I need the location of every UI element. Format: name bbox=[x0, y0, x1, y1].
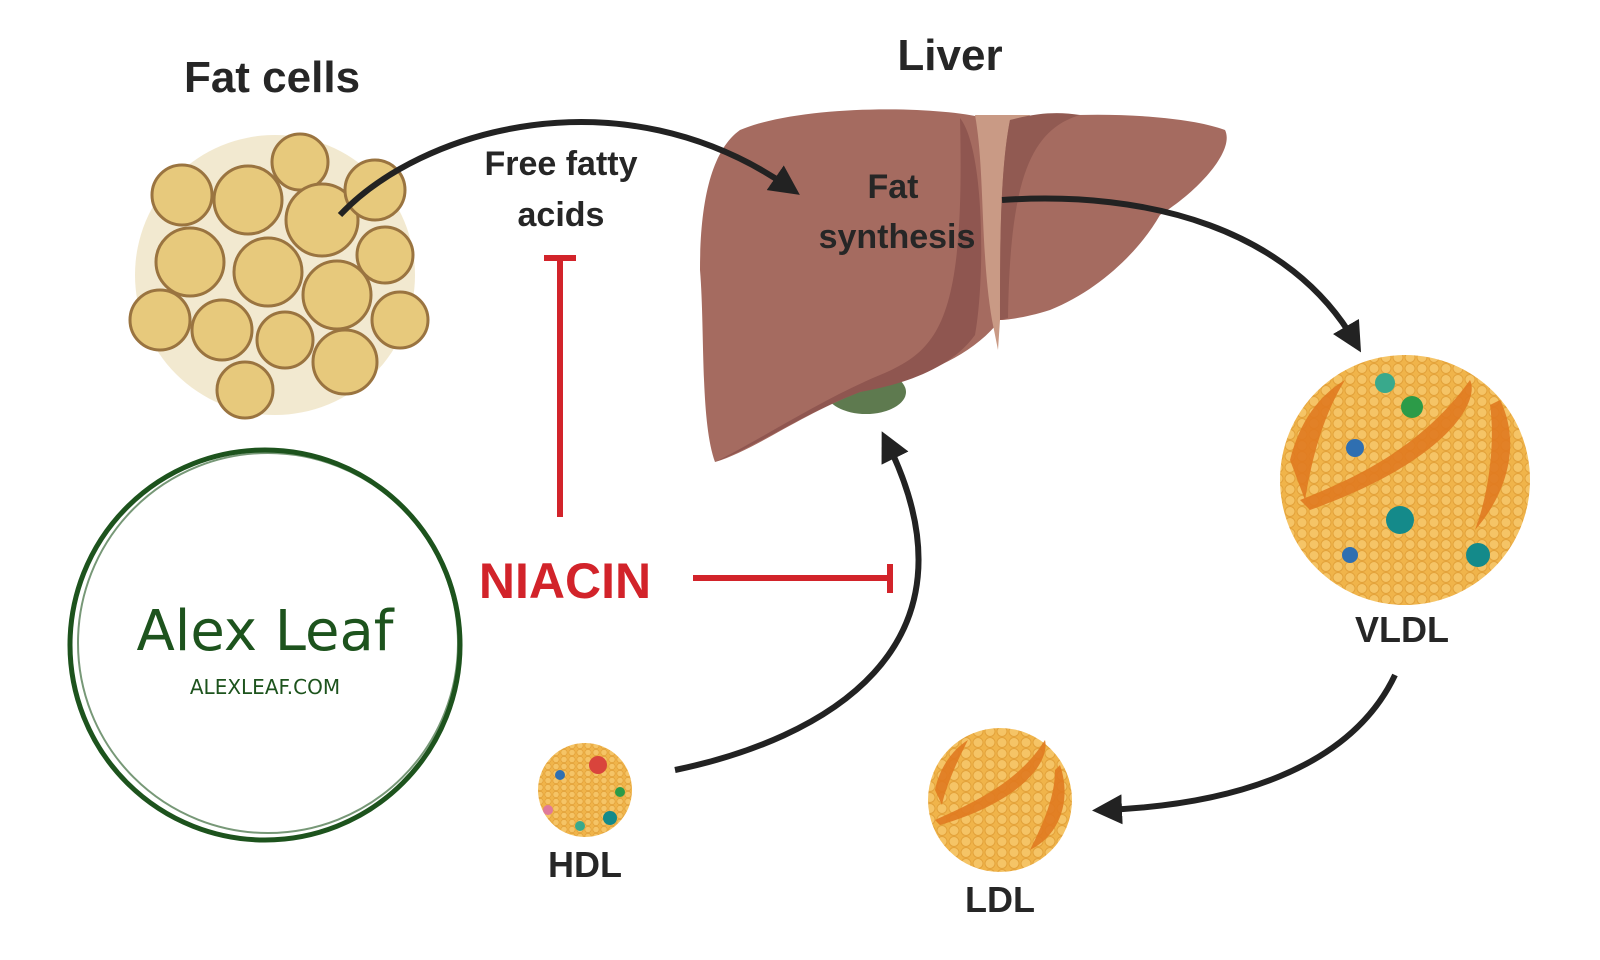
arrow-liver-to-vldl bbox=[1001, 195, 1362, 353]
liver-label: Liver bbox=[897, 31, 1002, 80]
vldl-particle bbox=[1280, 355, 1530, 605]
niacin-label: NIACIN bbox=[479, 553, 651, 609]
arrow-vldl-to-ldl bbox=[1092, 673, 1398, 825]
arrow-hdl-to-liver bbox=[674, 431, 922, 773]
arrow-fat-cells-to-liver bbox=[337, 119, 800, 218]
fat-cells-label: Fat cells bbox=[184, 53, 360, 102]
free-fatty-acids-label-line1: Free fatty bbox=[484, 145, 637, 183]
fat-cells-illustration bbox=[128, 132, 430, 420]
fat-synthesis-label-line1: Fat bbox=[868, 168, 919, 206]
ldl-label: LDL bbox=[965, 879, 1035, 920]
ldl-particle bbox=[928, 728, 1072, 872]
logo-url: ALEXLEAF.COM bbox=[190, 675, 340, 699]
free-fatty-acids-label-line2: acids bbox=[518, 196, 605, 234]
vldl-label: VLDL bbox=[1355, 609, 1449, 650]
liver-illustration bbox=[700, 109, 1227, 462]
logo-name: Alex Leaf bbox=[137, 599, 395, 664]
hdl-label: HDL bbox=[548, 844, 622, 885]
alex-leaf-logo: Alex Leaf ALEXLEAF.COM bbox=[67, 447, 463, 843]
niacin-inhibits-free-fatty-acids bbox=[544, 255, 576, 517]
niacin-inhibits-fat-synthesis bbox=[693, 564, 893, 593]
fat-synthesis-label-line2: synthesis bbox=[819, 218, 976, 256]
hdl-particle bbox=[538, 743, 632, 837]
